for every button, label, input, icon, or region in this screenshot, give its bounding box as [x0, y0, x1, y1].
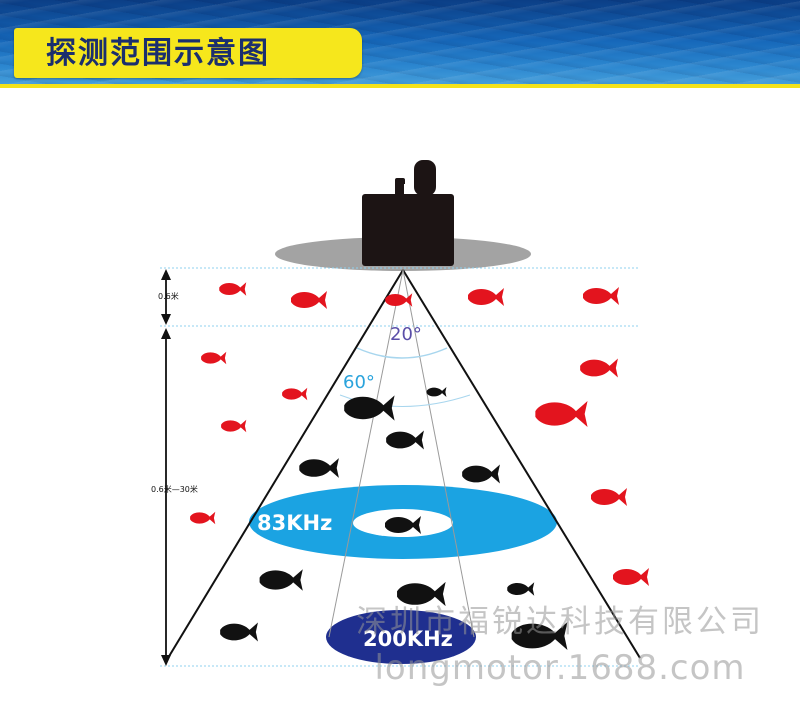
fish-icon: [580, 358, 618, 378]
narrow-angle-label: 20°: [390, 324, 422, 345]
fish-icon: [613, 568, 649, 586]
fish-icon: [259, 569, 303, 591]
sonar-unit-highlight: [404, 184, 413, 194]
wide-angle-label: 60°: [343, 372, 375, 393]
banner-bottom-stripe: [0, 84, 800, 88]
narrow-angle-arc: [356, 347, 448, 359]
depth-scale: [161, 269, 171, 666]
fish-icon: [299, 458, 339, 478]
narrow-beam-cone: [328, 269, 475, 638]
fish-icon: [221, 419, 247, 433]
fish-icon: [583, 287, 619, 305]
fish-icon: [535, 400, 588, 428]
depth-top-label: 0.6米: [158, 291, 179, 301]
wide-beam-cone: [167, 269, 641, 659]
sonar-unit-icon: [362, 160, 454, 266]
fish-icon: [282, 387, 308, 401]
fish-icon: [201, 351, 227, 365]
fish-icon: [190, 511, 216, 525]
fish-icon: [468, 288, 504, 306]
fish-icon: [591, 488, 627, 506]
fish-icon: [507, 582, 535, 596]
fish-icon: [397, 581, 446, 607]
narrow-frequency-label: 200KHz: [363, 627, 453, 651]
page-title: 探测范围示意图: [46, 36, 270, 71]
fish-icon: [219, 282, 247, 296]
wide-frequency-label: 83KHz: [257, 511, 332, 535]
fish-icon: [386, 430, 424, 450]
depth-range-label: 0.6米—30米: [151, 484, 198, 494]
fish-icon: [220, 622, 258, 642]
fish-icon: [511, 622, 568, 650]
title-box: [14, 28, 362, 78]
fish-icon: [462, 464, 500, 484]
fish-icon: [291, 291, 327, 309]
fish-icon: [426, 387, 447, 397]
fish-icon: [344, 395, 395, 421]
narrow-beam-ellipse: [326, 610, 476, 664]
